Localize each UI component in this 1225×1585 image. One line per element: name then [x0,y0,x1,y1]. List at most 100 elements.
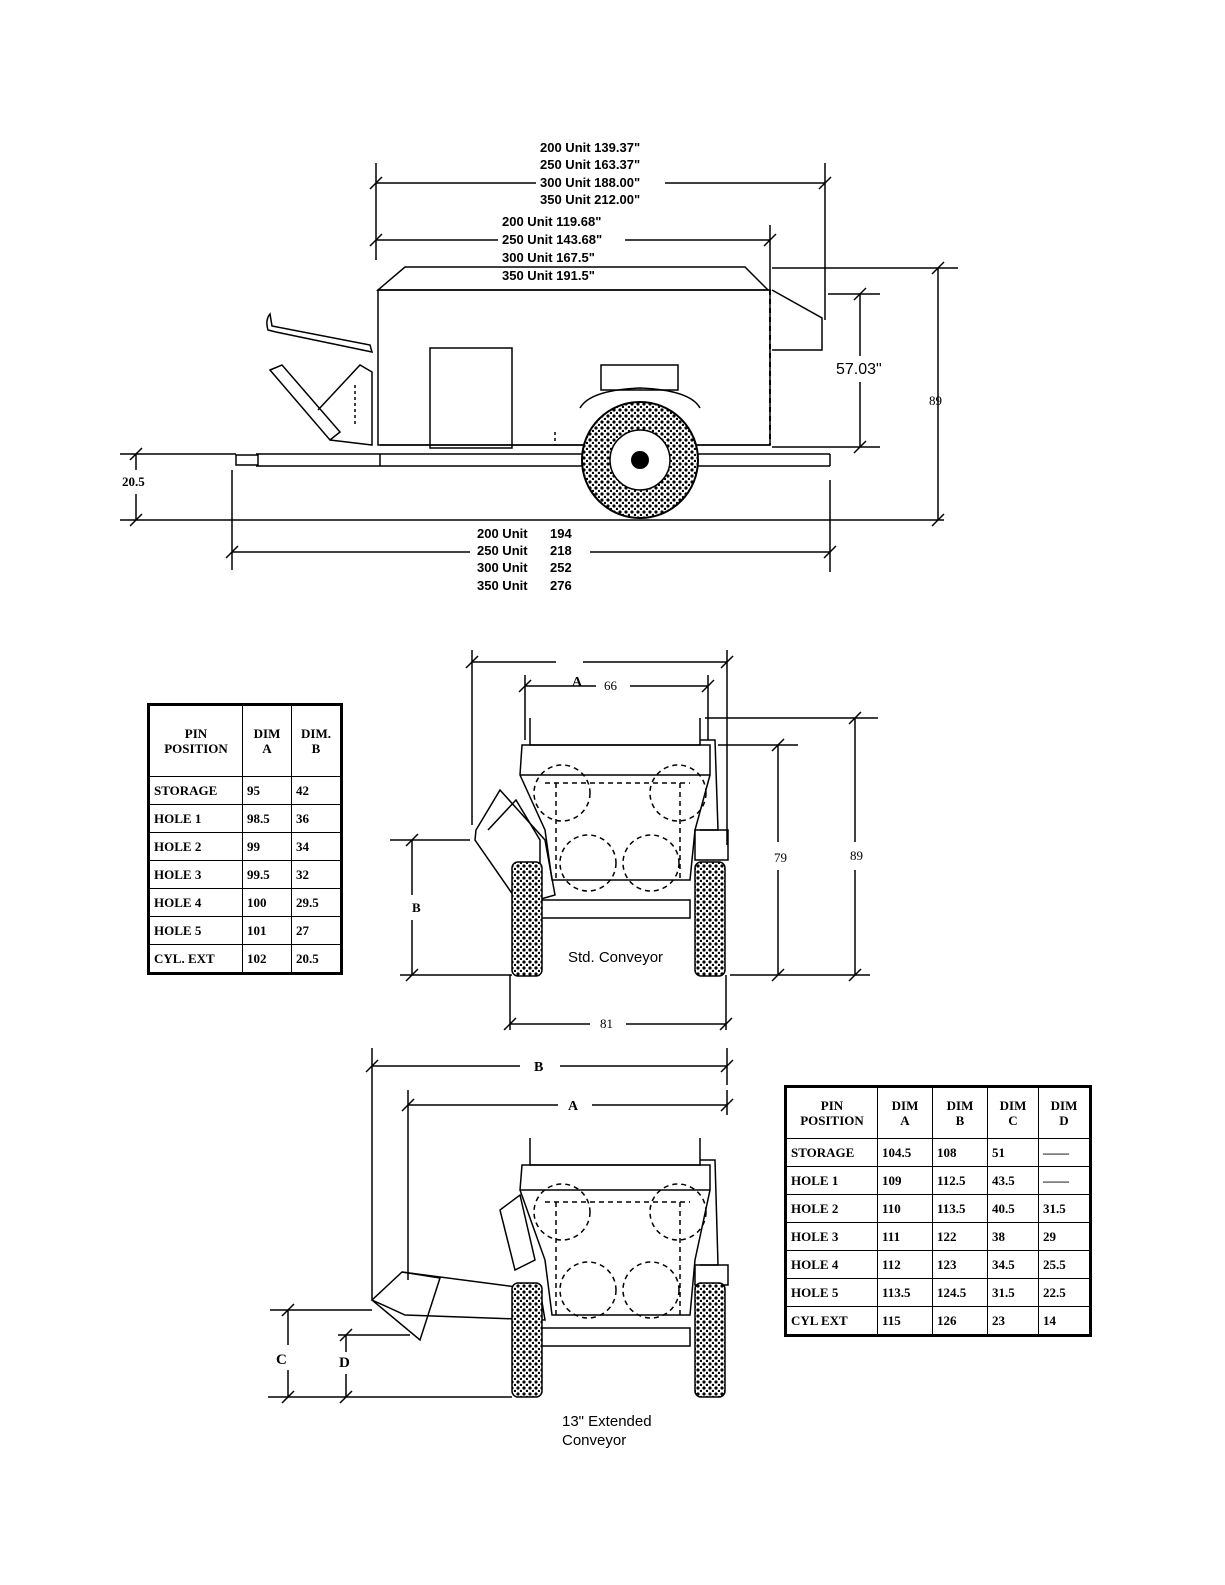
dim-c-cell: 38 [987,1222,1039,1251]
rear-std-height-79: 79 [774,850,787,865]
dim-d-cell: 31.5 [1038,1194,1091,1223]
overall-length-300: 300 Unit 188.00" [540,175,640,190]
body-length-300: 300 Unit 167.5" [502,250,595,265]
dim-b-cell: 124.5 [932,1278,988,1307]
dim-c-cell: 43.5 [987,1166,1039,1195]
pin-position-cell: CYL EXT [785,1306,878,1336]
dim-b-cell: 29.5 [291,888,342,917]
rear-ext-dim-a: A [568,1099,579,1114]
body-length-350: 350 Unit 191.5" [502,268,595,283]
pin-position-cell: STORAGE [148,776,243,805]
rear-ext-caption-line1: 13" Extended [562,1413,652,1430]
dim-c-cell: 34.5 [987,1250,1039,1279]
dim-a-cell: 101 [242,916,292,945]
dim-b-cell: 27 [291,916,342,945]
hitch-height-label: 20.5 [122,474,145,489]
rear-std-wheels [511,861,726,977]
dim-d-cell: 29 [1038,1222,1091,1251]
dim-a-cell: 95 [242,776,292,805]
dim-a-cell: 98.5 [242,804,292,833]
dim-b-cell: 32 [291,860,342,889]
pin-position-cell: HOLE 1 [148,804,243,833]
dim-d-cell: 25.5 [1038,1250,1091,1279]
pin-position-cell: HOLE 3 [785,1222,878,1251]
rear-ext-dim-b: B [534,1060,543,1075]
dim-b-cell: 42 [291,776,342,805]
dim-b-cell: 20.5 [291,944,342,974]
dim-c-cell: 31.5 [987,1278,1039,1307]
rear-std-height-89: 89 [850,848,863,863]
dim-d-cell: —— [1038,1138,1091,1167]
rear-std-track-81: 81 [600,1016,613,1031]
dim-a-cell: 102 [242,944,292,974]
dim-a-cell: 115 [877,1306,933,1336]
dim-b-cell: 122 [932,1222,988,1251]
dim-a-cell: 110 [877,1194,933,1223]
total-length-value-350: 276 [550,578,572,593]
overall-height-label: 89 [929,393,942,408]
total-length-value-300: 252 [550,560,572,575]
rear-std-width-66: 66 [604,678,618,693]
table-header-cell: DIM.B [291,704,342,777]
dim-a-cell: 99 [242,832,292,861]
overall-length-350: 350 Unit 212.00" [540,192,640,207]
pin-position-cell: HOLE 2 [785,1194,878,1223]
dim-d-cell: 22.5 [1038,1278,1091,1307]
rear-ext-caption-line2: Conveyor [562,1432,626,1449]
side-view-labels: 200 Unit 139.37" 250 Unit 163.37" 300 Un… [477,140,640,593]
total-length-unit-200: 200 Unit [477,526,528,541]
dim-a-cell: 112 [877,1250,933,1279]
pin-position-cell: STORAGE [785,1138,878,1167]
dim-b-cell: 36 [291,804,342,833]
dim-b-cell: 112.5 [932,1166,988,1195]
dim-b-cell: 34 [291,832,342,861]
dim-a-cell: 111 [877,1222,933,1251]
overall-length-200: 200 Unit 139.37" [540,140,640,155]
dim-a-cell: 100 [242,888,292,917]
dim-a-cell: 104.5 [877,1138,933,1167]
pin-position-cell: HOLE 2 [148,832,243,861]
total-length-unit-350: 350 Unit [477,578,528,593]
pin-position-cell: HOLE 5 [148,916,243,945]
dim-d-cell: —— [1038,1166,1091,1195]
pin-position-cell: HOLE 4 [785,1250,878,1279]
dim-b-cell: 113.5 [932,1194,988,1223]
dim-d-cell: 14 [1038,1306,1091,1336]
pin-position-cell: HOLE 4 [148,888,243,917]
dim-b-cell: 123 [932,1250,988,1279]
pin-position-cell: HOLE 3 [148,860,243,889]
rear-ext-wheels [511,1282,726,1398]
dim-a-cell: 113.5 [877,1278,933,1307]
dim-b-cell: 126 [932,1306,988,1336]
pin-position-cell: CYL. EXT [148,944,243,974]
rear-view-ext [268,1048,734,1404]
dim-c-cell: 40.5 [987,1194,1039,1223]
rear-std-dim-b: B [412,900,421,915]
total-length-unit-300: 300 Unit [477,560,528,575]
side-wheel [581,401,699,519]
overall-length-250: 250 Unit 163.37" [540,157,640,172]
pin-position-cell: HOLE 1 [785,1166,878,1195]
body-length-250: 250 Unit 143.68" [502,232,602,247]
total-length-unit-250: 250 Unit [477,543,528,558]
body-height-label: 57.03" [836,361,882,378]
